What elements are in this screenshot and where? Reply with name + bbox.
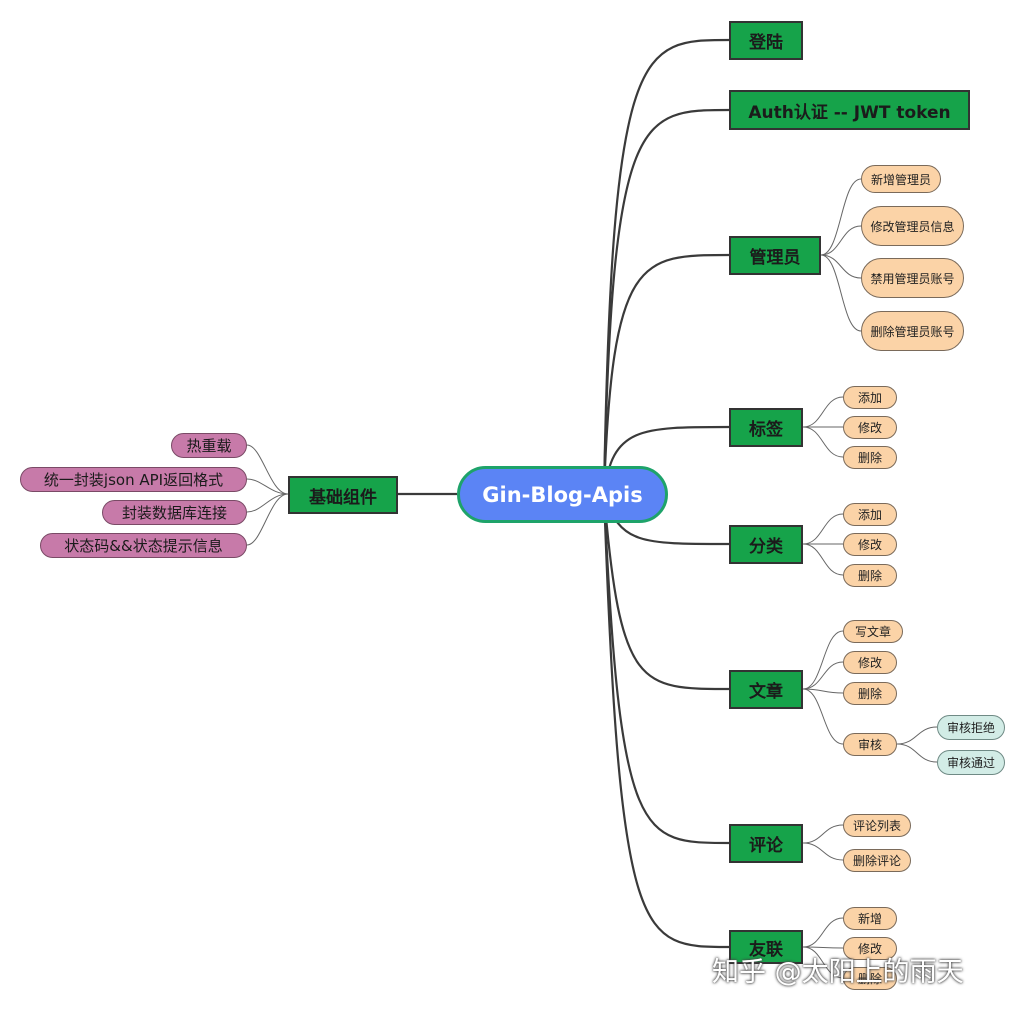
link-admin-1: [820, 225, 862, 256]
article-leaf-edit[interactable]: 修改: [843, 651, 897, 674]
article-leaf-review[interactable]: 审核: [843, 733, 897, 756]
link-article-2: [802, 688, 844, 694]
node-auth-jwt[interactable]: Auth认证 -- JWT token: [729, 90, 970, 130]
comment-leaf-list[interactable]: 评论列表: [843, 814, 911, 837]
comment-leaf-delete[interactable]: 删除评论: [843, 849, 911, 872]
friend-leaf-edit[interactable]: 修改: [843, 937, 897, 960]
admin-leaf-add[interactable]: 新增管理员: [861, 165, 941, 193]
article-leaf-delete[interactable]: 删除: [843, 682, 897, 705]
article-leaf-write[interactable]: 写文章: [843, 620, 903, 643]
basic-components-node[interactable]: 基础组件: [288, 476, 398, 514]
link-comment-1: [802, 842, 844, 861]
link-root-auth: [602, 108, 730, 495]
left-leaf-status-codes[interactable]: 状态码&&状态提示信息: [40, 533, 247, 558]
root-node[interactable]: Gin-Blog-Apis: [457, 466, 668, 523]
node-login[interactable]: 登陆: [729, 21, 803, 60]
link-category-0: [802, 513, 844, 545]
left-leaf-json-api[interactable]: 统一封装json API返回格式: [20, 467, 247, 492]
admin-leaf-delete[interactable]: 删除管理员账号: [861, 311, 964, 351]
link-root-article: [602, 493, 730, 691]
left-leaf-hot-reload[interactable]: 热重载: [171, 433, 247, 458]
link-admin-0: [820, 178, 862, 256]
tag-leaf-add[interactable]: 添加: [843, 386, 897, 409]
node-category[interactable]: 分类: [729, 525, 803, 564]
link-article-1: [802, 661, 844, 690]
category-leaf-delete[interactable]: 删除: [843, 564, 897, 587]
link-friend-1: [802, 946, 844, 949]
link-root-friend: [602, 493, 730, 949]
link-review-0: [896, 726, 938, 745]
link-basic-hot-reload: [246, 444, 289, 495]
review-leaf-reject[interactable]: 审核拒绝: [937, 715, 1005, 740]
node-admin[interactable]: 管理员: [729, 236, 821, 275]
node-friend-link[interactable]: 友联: [729, 930, 803, 964]
link-basic-status: [246, 493, 289, 546]
tag-leaf-delete[interactable]: 删除: [843, 446, 897, 469]
link-tag-2: [802, 426, 844, 458]
link-admin-2: [820, 254, 862, 279]
link-basic-json-api: [246, 478, 289, 495]
link-root-login: [602, 38, 730, 495]
admin-leaf-disable[interactable]: 禁用管理员账号: [861, 258, 964, 298]
link-root-admin: [602, 253, 730, 495]
link-review-1: [896, 743, 938, 763]
link-tag-0: [802, 396, 844, 428]
link-friend-2: [802, 946, 844, 979]
node-article[interactable]: 文章: [729, 670, 803, 709]
category-leaf-edit[interactable]: 修改: [843, 533, 897, 556]
link-root-comment: [602, 493, 730, 845]
friend-leaf-add[interactable]: 新增: [843, 907, 897, 930]
category-leaf-add[interactable]: 添加: [843, 503, 897, 526]
node-comment[interactable]: 评论: [729, 824, 803, 863]
friend-leaf-delete[interactable]: 删除: [843, 967, 897, 990]
link-article-0: [802, 630, 844, 690]
left-leaf-db-connection[interactable]: 封装数据库连接: [102, 500, 247, 525]
admin-leaf-edit[interactable]: 修改管理员信息: [861, 206, 964, 246]
watermark: 知乎 @太阳上的雨天: [712, 957, 964, 988]
link-comment-0: [802, 824, 844, 844]
link-article-3: [802, 688, 844, 745]
tag-leaf-edit[interactable]: 修改: [843, 416, 897, 439]
review-leaf-approve[interactable]: 审核通过: [937, 750, 1005, 775]
link-admin-3: [820, 254, 862, 332]
link-friend-0: [802, 917, 844, 948]
link-category-2: [802, 543, 844, 576]
node-tag[interactable]: 标签: [729, 408, 803, 447]
